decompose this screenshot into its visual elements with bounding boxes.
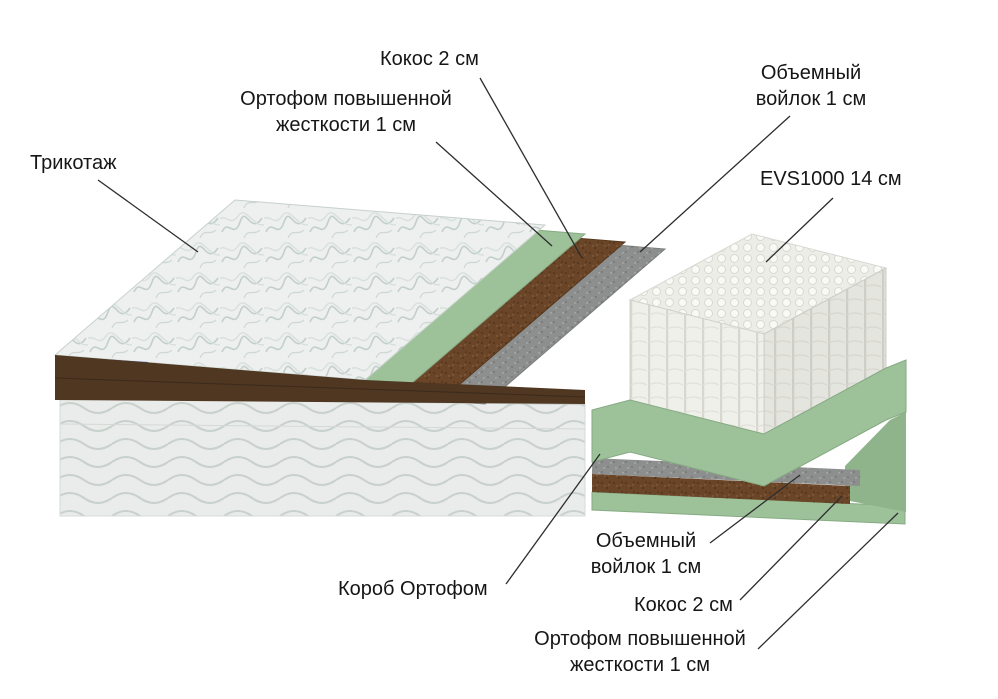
layer-tricotage xyxy=(53,199,547,381)
leader-line-felt-bottom xyxy=(709,474,801,544)
label-orthofoam-bottom: Ортофом повышенной жесткости 1 см xyxy=(520,626,760,678)
leader-line-orthofoam-top xyxy=(435,141,553,247)
label-evs1000: EVS1000 14 см xyxy=(760,166,902,192)
leader-line-orthofoam-bottom xyxy=(757,512,899,650)
label-orthofoam-top-line-1: Ортофом повышенной xyxy=(240,88,452,110)
base-pillowtop-seam xyxy=(59,423,586,430)
layer-coconut-bottom-texture xyxy=(592,474,850,504)
label-felt-top-line-2: войлок 1 см xyxy=(755,88,867,110)
label-coconut-top-line-1: Кокос 2 см xyxy=(380,48,479,70)
leader-line-box xyxy=(505,453,601,585)
leader-lines xyxy=(97,77,899,650)
label-orthofoam-bottom-line-2: жесткости 1 см xyxy=(569,654,711,676)
label-coconut-bottom: Кокос 2 см xyxy=(634,592,733,618)
label-felt-top: Объемный войлок 1 см xyxy=(746,60,876,112)
label-box: Короб Ортофом xyxy=(338,576,488,602)
bottom-layer-stack xyxy=(591,359,907,525)
spring-block xyxy=(628,233,888,435)
leader-line-tricotage xyxy=(97,179,199,253)
label-felt-top-line-1: Объемный xyxy=(760,62,862,84)
leader-line-coconut-bottom xyxy=(739,495,843,601)
label-felt-bottom-line-2: войлок 1 см xyxy=(590,556,702,578)
label-coconut-top: Кокос 2 см xyxy=(380,46,479,72)
label-orthofoam-top-line-2: жесткости 1 см xyxy=(275,114,417,136)
leader-line-felt-top xyxy=(639,115,791,253)
label-tricotage-line-1: Трикотаж xyxy=(30,152,117,174)
orthofoam-frame xyxy=(591,359,907,487)
label-box-line-1: Короб Ортофом xyxy=(338,578,488,600)
layer-orthofoam-bottom-edge xyxy=(845,412,906,512)
label-evs1000-line-1: EVS1000 14 см xyxy=(760,168,902,190)
base-box xyxy=(59,397,586,517)
label-coconut-bottom-line-1: Кокос 2 см xyxy=(634,594,733,616)
leader-line-coconut-top xyxy=(479,77,583,259)
spring-block-right-shade xyxy=(764,268,886,434)
label-felt-bottom: Объемный войлок 1 см xyxy=(578,528,714,580)
label-felt-bottom-line-1: Объемный xyxy=(595,530,697,552)
layer-edge-band-seam xyxy=(54,377,586,398)
label-orthofoam-bottom-line-1: Ортофом повышенной xyxy=(534,628,746,650)
leader-line-evs1000 xyxy=(765,197,834,263)
label-orthofoam-top: Ортофом повышенной жесткости 1 см xyxy=(228,86,464,138)
label-tricotage: Трикотаж xyxy=(30,150,116,176)
